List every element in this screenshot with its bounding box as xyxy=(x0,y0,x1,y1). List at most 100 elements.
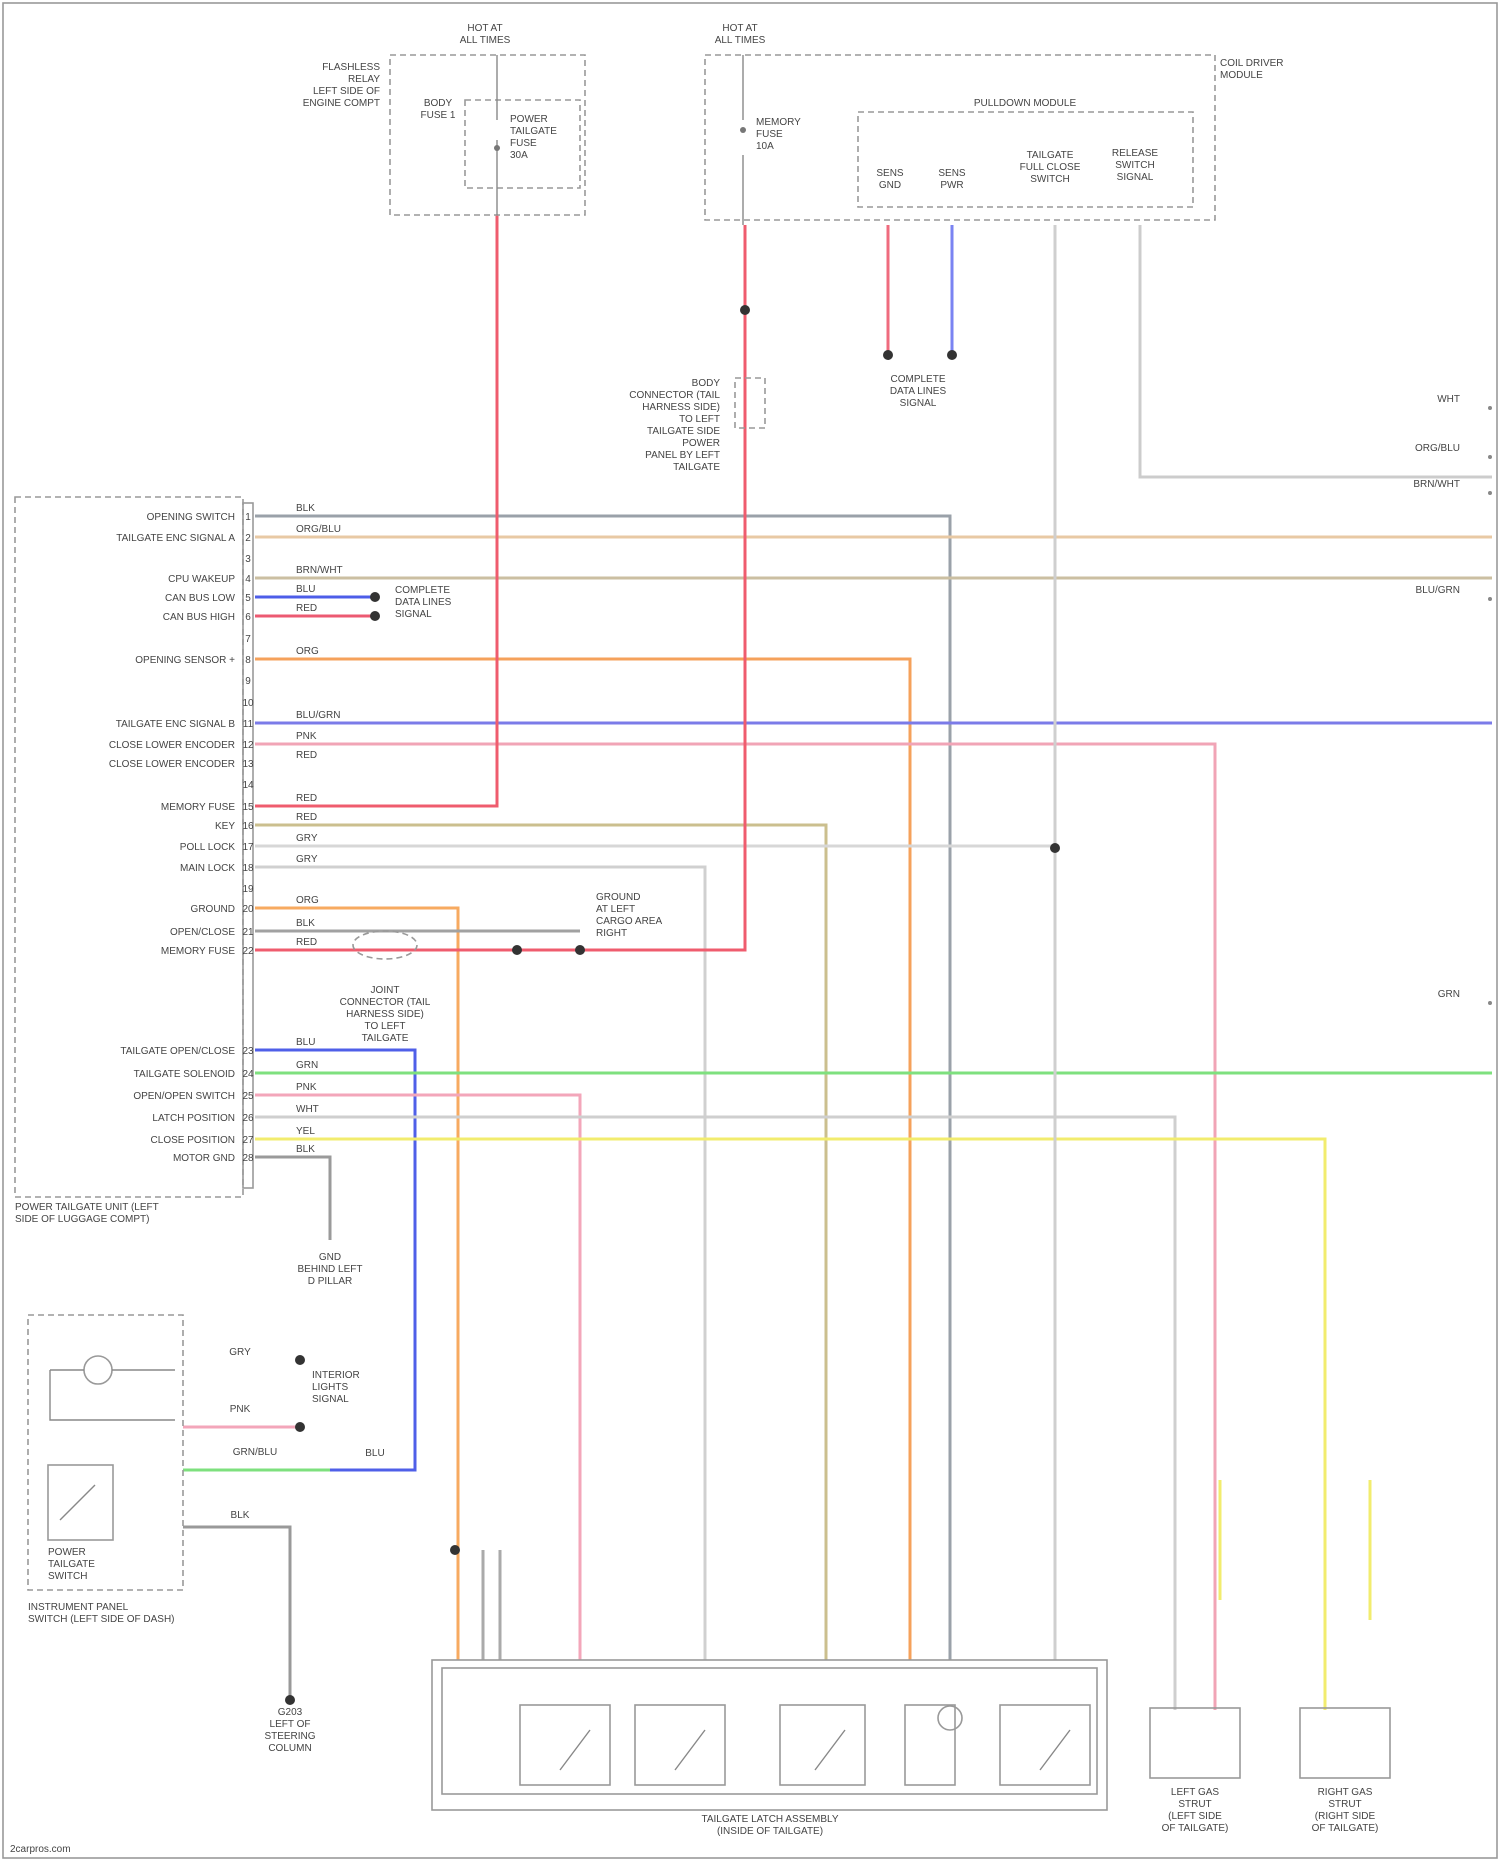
ecu-wire-code: YEL xyxy=(296,1126,315,1137)
splice-dot xyxy=(1050,843,1060,853)
wire xyxy=(255,225,745,950)
module-corner-2: MODULE xyxy=(1220,70,1263,81)
harness-4: TO LEFT xyxy=(679,414,720,425)
fuse-box-1-inner-2: FUSE 1 xyxy=(420,110,455,121)
ecu-wire-code: BLK xyxy=(296,918,315,929)
ecu-pin-number: 9 xyxy=(245,676,251,687)
fuse-2-label-3: 10A xyxy=(756,141,774,152)
ecu-wire-code: BLU/GRN xyxy=(296,710,340,721)
sw-label-3: SWITCH xyxy=(48,1571,87,1582)
wire-layer xyxy=(183,215,1492,1710)
fuse-box-1: HOT AT ALL TIMES FLASHLESS RELAY LEFT SI… xyxy=(303,23,585,215)
rs-4: OF TAILGATE) xyxy=(1312,1823,1379,1834)
wire xyxy=(483,1550,500,1660)
edge-terminal xyxy=(1488,455,1492,459)
module-pin-4c: SIGNAL xyxy=(1117,172,1154,183)
ecu-pin-label: CAN BUS LOW xyxy=(165,593,236,604)
top-splice-label: COMPLETE DATA LINES SIGNAL xyxy=(890,374,947,409)
fuse-2-label-1: MEMORY xyxy=(756,117,801,128)
fuse-box-2-header-2: ALL TIMES xyxy=(715,35,766,46)
top-splice-3: SIGNAL xyxy=(900,398,937,409)
ecu-pin-label: KEY xyxy=(215,821,235,832)
ecu-pin-number: 17 xyxy=(242,842,254,853)
mc-5: TAILGATE xyxy=(362,1033,409,1044)
ecu-pin-number: 6 xyxy=(245,612,251,623)
fuse-1-label-3: FUSE xyxy=(510,138,537,149)
ecu-wire-code: RED xyxy=(296,603,317,614)
ecu-wire-code: BLU xyxy=(296,584,315,595)
wire xyxy=(255,1157,330,1240)
ls-4: OF TAILGATE) xyxy=(1162,1823,1229,1834)
ls-1: LEFT GAS xyxy=(1171,1787,1219,1798)
ecu-wire-code: RED xyxy=(296,812,317,823)
mc-2: CONNECTOR (TAIL xyxy=(340,997,431,1008)
sw-box-label-1: INSTRUMENT PANEL xyxy=(28,1602,129,1613)
lower-gnd-label: G203 LEFT OF STEERING COLUMN xyxy=(264,1707,315,1754)
ecu-wire-code: BRN/WHT xyxy=(296,565,343,576)
ecu-pin-number: 24 xyxy=(242,1069,254,1080)
fuse-1-label-4: 30A xyxy=(510,150,528,161)
ecu-wire-code: GRY xyxy=(296,854,318,865)
ecu-pin-label: CAN BUS HIGH xyxy=(163,612,235,623)
sw-splice-1: INTERIOR xyxy=(312,1370,360,1381)
rs-2: STRUT xyxy=(1328,1799,1361,1810)
fuse-1-label-1: POWER xyxy=(510,114,548,125)
fuse-box-1-inner-1: BODY xyxy=(424,98,453,109)
ecu-pin-number: 8 xyxy=(245,655,251,666)
ecu-pin-number: 28 xyxy=(242,1153,254,1164)
sw-label-2: TAILGATE xyxy=(48,1559,95,1570)
fuse-box-2-header-1: HOT AT xyxy=(722,23,757,34)
fuse-box-1-header: HOT AT xyxy=(467,23,502,34)
mc-3: HARNESS SIDE) xyxy=(346,1009,424,1020)
module-pin-2b: PWR xyxy=(940,180,963,191)
right-gas-strut: RIGHT GAS STRUT (RIGHT SIDE OF TAILGATE) xyxy=(1300,1708,1390,1834)
ls-3: (LEFT SIDE xyxy=(1168,1811,1222,1822)
sw-code-2: PNK xyxy=(230,1404,251,1415)
gb-2: BEHIND LEFT xyxy=(297,1264,362,1275)
fuse-box-2: HOT AT ALL TIMES MEMORY FUSE 10A xyxy=(705,23,1215,225)
splice-dot xyxy=(512,945,522,955)
edge-wire-code: BRN/WHT xyxy=(1413,479,1460,490)
ecu-pin-number: 16 xyxy=(242,821,254,832)
ecu-pin-number: 25 xyxy=(242,1091,254,1102)
gnd-bottom-label: GND BEHIND LEFT D PILLAR xyxy=(297,1252,362,1287)
sw-label-1: POWER xyxy=(48,1547,86,1558)
top-splice-1: COMPLETE xyxy=(890,374,945,385)
splice-dot xyxy=(450,1545,460,1555)
wire xyxy=(1140,225,1492,477)
can-2: DATA LINES xyxy=(395,597,452,608)
module-pin-4b: SWITCH xyxy=(1115,160,1154,171)
ecu-pin-number: 23 xyxy=(242,1046,254,1057)
mc-1: JOINT xyxy=(371,985,400,996)
harness-8: TAILGATE xyxy=(673,462,720,473)
ecu-pin-number: 21 xyxy=(242,927,254,938)
edge-terminal xyxy=(1488,491,1492,495)
splice-dot xyxy=(285,1695,295,1705)
harness-3: HARNESS SIDE) xyxy=(642,402,720,413)
module-pin-1a: SENS xyxy=(876,168,904,179)
ecu-pin-number: 11 xyxy=(243,719,254,730)
gb-3: D PILLAR xyxy=(308,1276,352,1287)
harness-7: PANEL BY LEFT xyxy=(645,450,720,461)
sw-splice-2: LIGHTS xyxy=(312,1382,348,1393)
gs-4: RIGHT xyxy=(596,928,627,939)
sw-splice-3: SIGNAL xyxy=(312,1394,349,1405)
ecu-wire-code: GRY xyxy=(296,833,318,844)
ecu-pin-label: OPEN/OPEN SWITCH xyxy=(133,1091,235,1102)
ecu-pin-label: MAIN LOCK xyxy=(180,863,235,874)
wire xyxy=(255,908,458,1660)
wire xyxy=(183,1527,290,1700)
splice-dot xyxy=(370,592,380,602)
sw-code-1: GRY xyxy=(229,1347,251,1358)
tailgate-latch-assembly: TAILGATE LATCH ASSEMBLY (INSIDE OF TAILG… xyxy=(432,1660,1107,1837)
ecu-pin-number: 7 xyxy=(245,634,251,645)
ecu-wire-code: PNK xyxy=(296,731,317,742)
ecu-pin-number: 22 xyxy=(242,946,254,957)
ground-splice-label: GROUND AT LEFT CARGO AREA RIGHT xyxy=(596,892,662,939)
ecu-pin-list: OPENING SWITCH1BLKTAILGATE ENC SIGNAL A2… xyxy=(109,503,343,1164)
ecu-pin-number: 19 xyxy=(242,884,254,895)
ecu-label-1: POWER TAILGATE UNIT (LEFT xyxy=(15,1202,159,1213)
lg-2: LEFT OF xyxy=(270,1719,311,1730)
ecu-wire-code: BLU xyxy=(296,1037,315,1048)
